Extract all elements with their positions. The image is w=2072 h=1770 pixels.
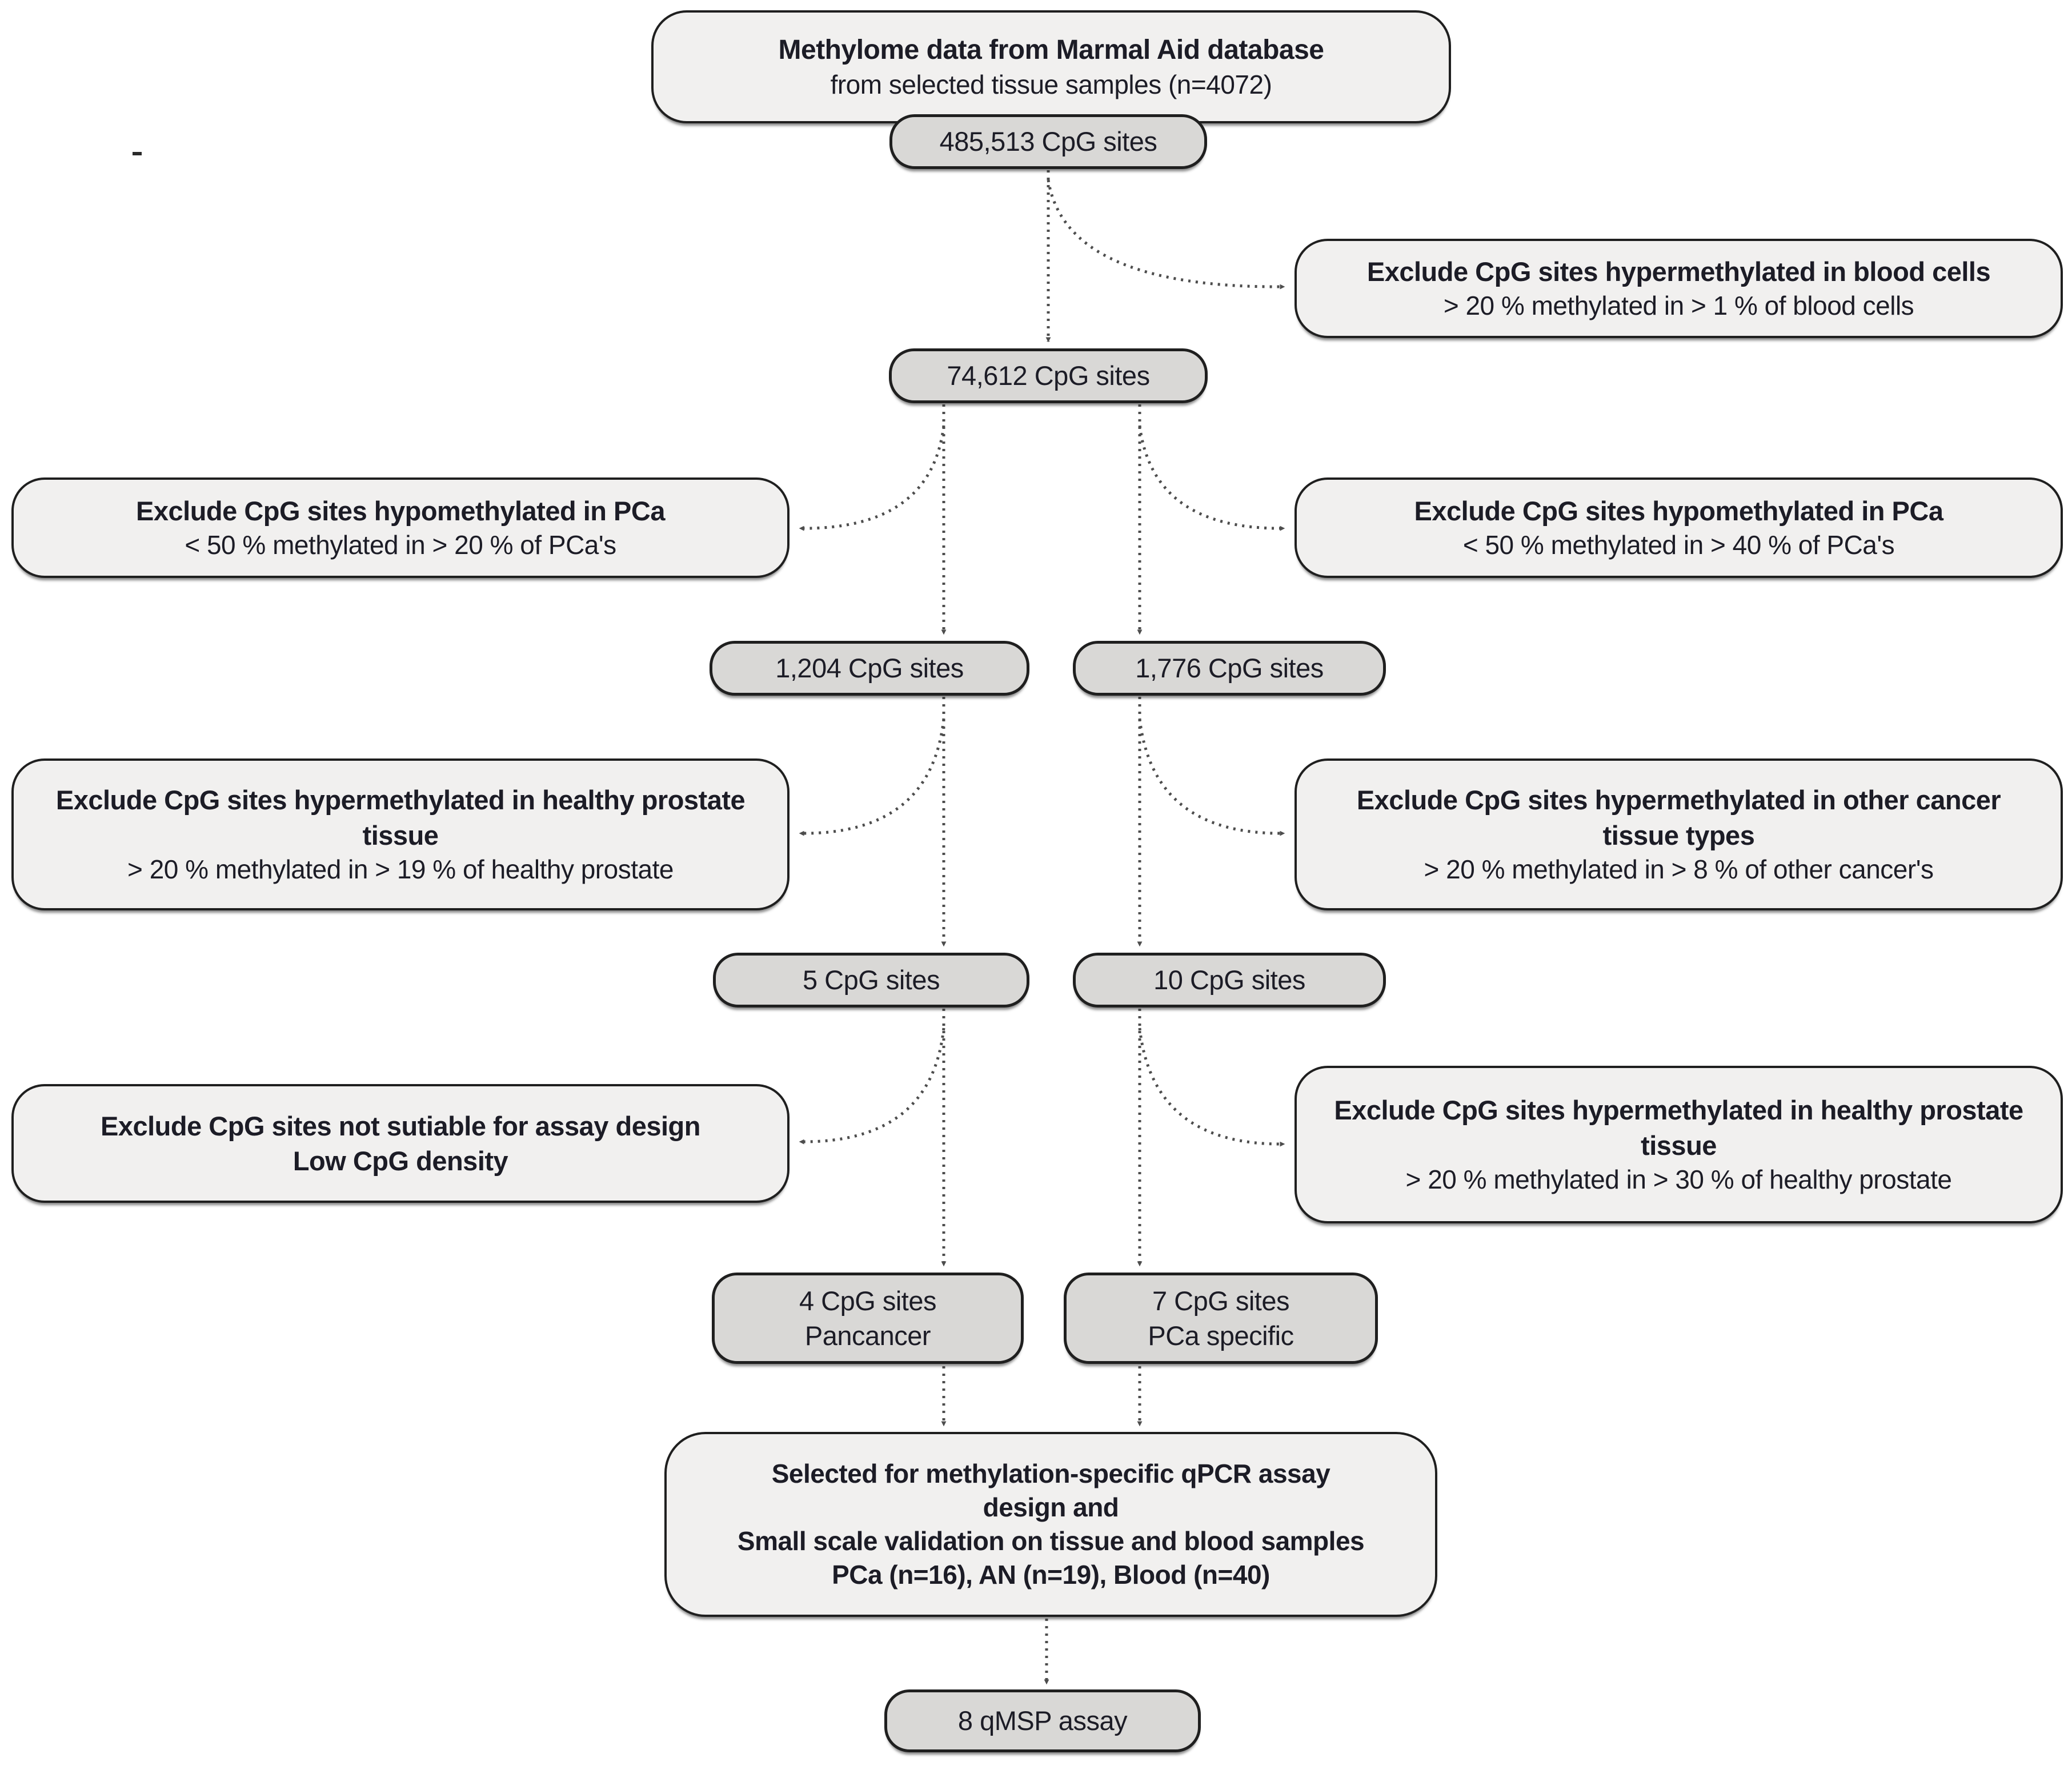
node-count-74612: 74,612 CpG sites [889, 348, 1208, 403]
count-485513-label: 485,513 CpG sites [939, 126, 1157, 157]
count-7-label: 7 CpG sites [1152, 1285, 1290, 1316]
node-count-8-qmsp: 8 qMSP assay [884, 1689, 1201, 1752]
count-1776-label: 1,776 CpG sites [1135, 653, 1324, 684]
node-exclude-other-cancer: Exclude CpG sites hypermethylated in oth… [1295, 758, 2063, 910]
exclude-assay-title: Exclude CpG sites not sutiable for assay… [101, 1110, 700, 1141]
connector-branch-pca40 [1138, 425, 1285, 531]
node-exclude-healthy-prostate-30: Exclude CpG sites hypermethylated in hea… [1295, 1066, 2063, 1223]
selected-line3: Small scale validation on tissue and blo… [737, 1526, 1365, 1556]
node-count-10: 10 CpG sites [1073, 953, 1386, 1008]
node-exclude-blood-cells: Exclude CpG sites hypermethylated in blo… [1295, 239, 2063, 338]
node-count-7-pca-specific: 7 CpG sites PCa specific [1064, 1273, 1378, 1364]
exclude-other-cancer-criteria: > 20 % methylated in > 8 % of other canc… [1424, 854, 1934, 884]
exclude-other-cancer-title: Exclude CpG sites hypermethylated in oth… [1356, 785, 2001, 850]
connector-branch-cancer8 [1138, 718, 1285, 836]
count-4-label: 4 CpG sites [799, 1285, 937, 1316]
exclude-hypo-pca-40-criteria: < 50 % methylated in > 40 % of PCa's [1462, 530, 1895, 560]
connector-branch-assay [799, 1028, 945, 1145]
count-74612-label: 74,612 CpG sites [947, 360, 1150, 391]
exclude-hypo-pca-20-criteria: < 50 % methylated in > 20 % of PCa's [185, 530, 616, 560]
selected-line4: PCa (n=16), AN (n=19), Blood (n=40) [832, 1559, 1270, 1590]
count-1204-label: 1,204 CpG sites [775, 653, 964, 684]
node-source-database: Methylome data from Marmal Aid database … [651, 10, 1451, 123]
count-8-qmsp-label: 8 qMSP assay [957, 1705, 1128, 1736]
selected-line2: design and [983, 1492, 1119, 1523]
connector-branch-healthy30 [1138, 1028, 1285, 1147]
source-title: Methylome data from Marmal Aid database [778, 34, 1324, 65]
exclude-blood-criteria: > 20 % methylated in > 1 % of blood cell… [1443, 291, 1914, 321]
node-selected-validation: Selected for methylation-specific qPCR a… [664, 1432, 1437, 1617]
exclude-hypo-pca-20-title: Exclude CpG sites hypomethylated in PCa [136, 496, 665, 527]
exclude-blood-title: Exclude CpG sites hypermethylated in blo… [1366, 256, 1991, 287]
node-count-1204: 1,204 CpG sites [710, 641, 1029, 696]
node-count-1776: 1,776 CpG sites [1073, 641, 1386, 696]
count-7-sublabel: PCa specific [1148, 1321, 1294, 1351]
exclude-healthy-19-title: Exclude CpG sites hypermethylated in hea… [55, 785, 746, 850]
selected-line1: Selected for methylation-specific qPCR a… [771, 1459, 1330, 1489]
stray-mark [133, 152, 142, 155]
node-count-485513: 485,513 CpG sites [889, 114, 1207, 169]
node-exclude-assay-design: Exclude CpG sites not sutiable for assay… [11, 1084, 789, 1203]
node-exclude-hypo-pca-20: Exclude CpG sites hypomethylated in PCa … [11, 477, 789, 578]
connector-branch-healthy19 [799, 718, 945, 836]
exclude-healthy-30-criteria: > 20 % methylated in > 30 % of healthy p… [1405, 1164, 1952, 1194]
node-count-4-pancancer: 4 CpG sites Pancancer [712, 1273, 1024, 1364]
exclude-healthy-19-criteria: > 20 % methylated in > 19 % of healthy p… [127, 854, 674, 884]
node-exclude-healthy-prostate-19: Exclude CpG sites hypermethylated in hea… [11, 758, 789, 910]
exclude-hypo-pca-40-title: Exclude CpG sites hypomethylated in PCa [1414, 496, 1943, 527]
connector-branch-pca20 [799, 425, 945, 531]
count-10-label: 10 CpG sites [1153, 965, 1305, 996]
connector-branch-blood [1047, 179, 1285, 290]
source-subtitle: from selected tissue samples (n=4072) [830, 70, 1272, 100]
count-5-label: 5 CpG sites [802, 965, 940, 996]
node-exclude-hypo-pca-40: Exclude CpG sites hypomethylated in PCa … [1295, 477, 2063, 578]
node-count-5: 5 CpG sites [713, 953, 1029, 1008]
exclude-healthy-30-title: Exclude CpG sites hypermethylated in hea… [1334, 1095, 2023, 1161]
exclude-assay-criteria: Low CpG density [292, 1146, 508, 1176]
count-4-sublabel: Pancancer [804, 1321, 931, 1351]
